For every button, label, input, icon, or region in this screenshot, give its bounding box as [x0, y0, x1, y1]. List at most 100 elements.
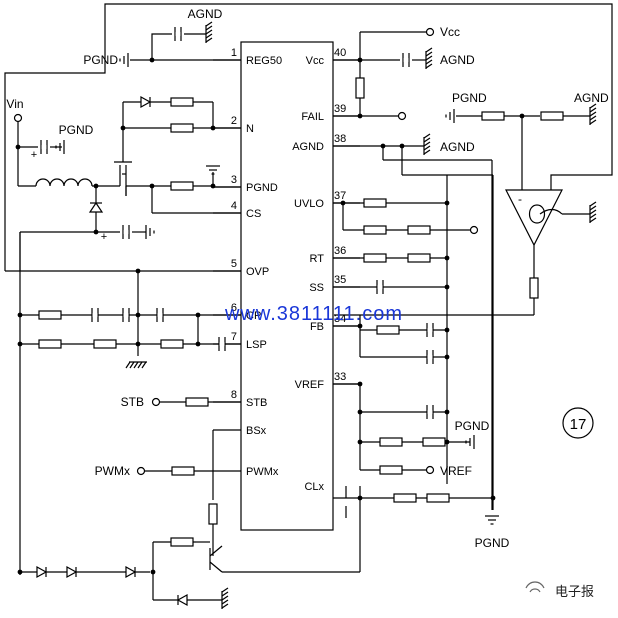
lsp-resistor-2	[93, 339, 117, 349]
pin-number: 8	[231, 389, 237, 401]
bottom-diode-2	[66, 565, 78, 579]
junction-dot	[444, 439, 450, 445]
uvlo-resistor-3	[407, 225, 431, 235]
capacitor-gap	[157, 313, 163, 317]
wires	[4, 3, 613, 601]
pwmx-terminal	[136, 466, 146, 476]
agnd-38-symbol	[423, 133, 431, 155]
pgnd-bottom-symbol	[485, 515, 499, 525]
vref-terminal	[425, 465, 435, 475]
junction-dot	[135, 312, 141, 318]
pin-number: 40	[334, 47, 346, 59]
label: +	[31, 149, 37, 161]
uvlo-resistor	[363, 198, 387, 208]
pin-name: AGND	[292, 141, 324, 153]
label: PGND	[452, 91, 487, 105]
junction-dot	[357, 323, 363, 329]
pin-name: LSP	[246, 339, 267, 351]
capacitor-gap	[403, 58, 409, 62]
wechat-icon	[525, 581, 545, 593]
ground-hatch	[221, 587, 229, 593]
vref-resistor-3	[379, 465, 403, 475]
diode-body	[176, 593, 188, 607]
pgnd-pin1-symbol	[119, 53, 129, 67]
pin-name: Vcc	[306, 55, 325, 67]
pin-name: FB	[310, 321, 324, 333]
opamp-output-resistor	[529, 277, 539, 299]
pin-name: PGND	[246, 182, 278, 194]
pin-name: SS	[309, 282, 324, 294]
cp-capacitor-2	[122, 308, 130, 322]
source-logo-icon	[525, 581, 545, 593]
opamp-resistor-2	[540, 111, 564, 121]
pin-name: VREF	[295, 379, 325, 391]
cp-ground-symbol	[125, 361, 147, 369]
capacitor-gap	[219, 342, 225, 346]
ground-hatch	[589, 107, 597, 113]
vcc-capacitor	[402, 53, 410, 67]
pgnd-fail-symbol	[445, 109, 455, 123]
pin-name: UVLO	[294, 198, 324, 210]
ss-capacitor	[376, 280, 384, 294]
capacitor-gap	[175, 32, 181, 36]
capacitor-gap	[427, 328, 433, 332]
label: +	[101, 231, 107, 243]
ground-hatch	[589, 115, 597, 121]
junction-dot	[357, 381, 363, 387]
pin-number: 7	[231, 331, 237, 343]
label: -	[518, 192, 522, 206]
junction-dot	[93, 183, 99, 189]
bottom-diode-3	[125, 565, 137, 579]
label: AGND	[188, 7, 223, 21]
fb-resistor	[376, 325, 400, 335]
gate-resistor-1	[170, 97, 194, 107]
transistor-collector	[209, 545, 223, 557]
ground-hatch	[589, 111, 597, 117]
components	[13, 21, 597, 609]
label: PGND	[59, 123, 94, 137]
figure-number-circle	[562, 407, 594, 439]
transistor-emitter	[209, 561, 223, 573]
stb-resistor	[185, 397, 209, 407]
label: PWMx	[95, 464, 130, 478]
junction-dot	[17, 312, 23, 318]
label: Vcc	[440, 25, 460, 39]
ground-hatch	[589, 119, 597, 125]
pin-number: 36	[334, 245, 346, 257]
pin-name: RT	[310, 253, 325, 265]
ground-hatch	[425, 59, 433, 65]
clx-resistor-1	[393, 493, 417, 503]
label: AGND	[574, 91, 609, 105]
pwmx-resistor	[171, 466, 195, 476]
ground-hatch	[589, 201, 597, 207]
watermark: www.3811111.com	[224, 303, 403, 325]
junction-dot	[357, 113, 363, 119]
ground-hatch	[133, 361, 139, 369]
pin-number: 4	[231, 200, 237, 212]
junction-dot	[490, 495, 496, 501]
ground-hatch	[589, 213, 597, 219]
vcc-terminal	[425, 27, 435, 37]
pin-name: CS	[246, 208, 261, 220]
junction-dot	[210, 183, 216, 189]
diode-body	[88, 201, 104, 213]
ground-hatch	[423, 149, 431, 155]
pin-name: BSx	[246, 425, 267, 437]
ground-hatch	[205, 37, 213, 43]
pin-number: 33	[334, 371, 346, 383]
junction-dot	[15, 144, 21, 150]
ground-hatch	[589, 103, 597, 109]
pgnd-vin-symbol	[55, 140, 65, 154]
ground-hatch	[425, 47, 433, 53]
diode-body	[66, 565, 78, 579]
label: STB	[121, 395, 144, 409]
ground-hatch	[589, 209, 597, 215]
sense-resistor	[170, 181, 194, 191]
agnd-vcc-symbol	[425, 47, 433, 69]
pin-name: OVP	[246, 266, 269, 278]
ground-hatch	[125, 361, 131, 369]
lsp-capacitor	[218, 337, 226, 351]
junction-dot	[195, 312, 201, 318]
junction-dot	[399, 143, 405, 149]
